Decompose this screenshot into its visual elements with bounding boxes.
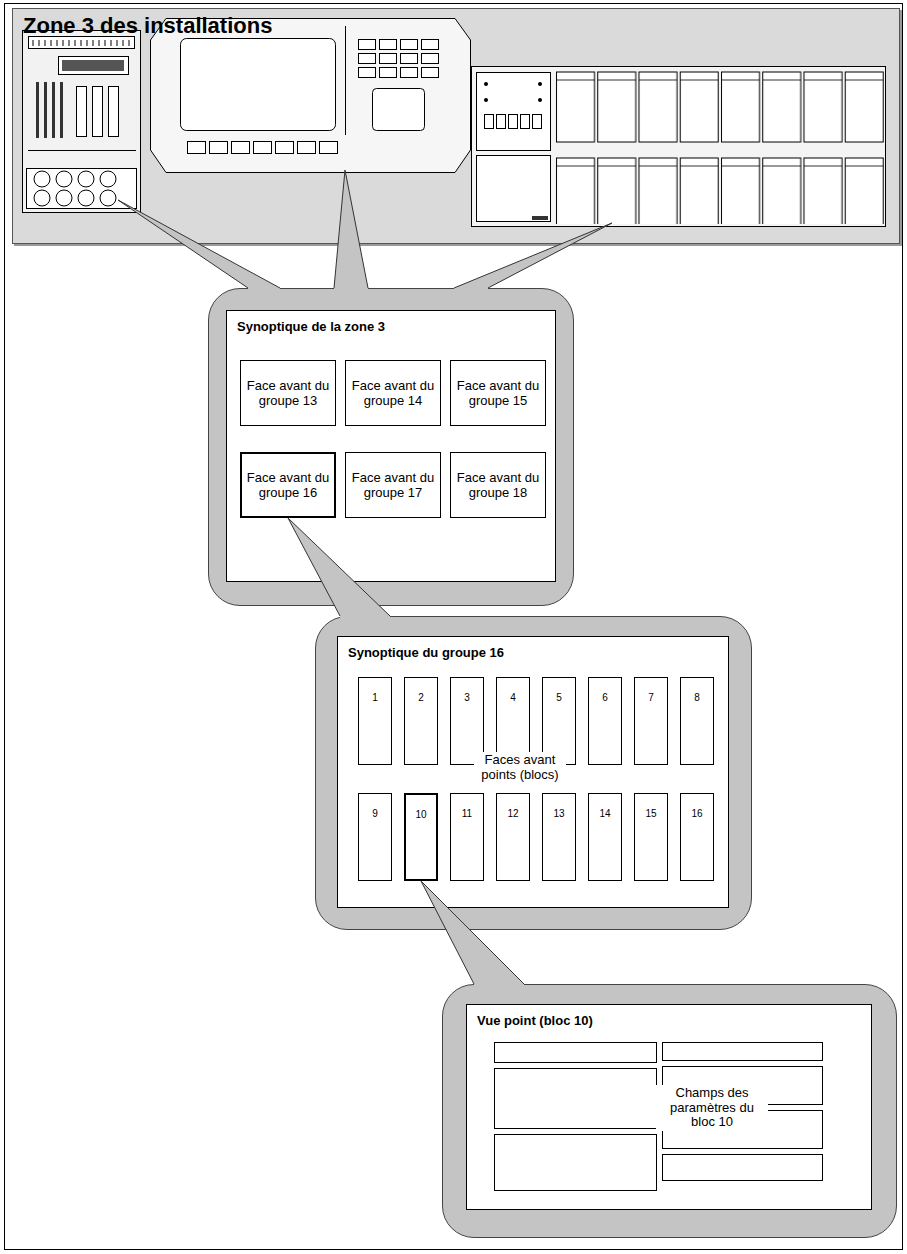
block-number: 8 <box>681 692 713 703</box>
group-label: Face avant du groupe 17 <box>346 470 440 500</box>
group-box: Face avant du groupe 14 <box>345 360 441 426</box>
tail-outline <box>334 170 368 288</box>
block-number: 7 <box>635 692 667 703</box>
zone-title: Zone 3 des installations <box>23 13 272 39</box>
block-number: 1 <box>359 692 391 703</box>
bubble-panel: Synoptique du groupe 16 Faces avant point… <box>337 636 729 908</box>
equipment-illustration <box>0 0 907 260</box>
block-box: 16 <box>680 793 714 881</box>
tail-outline <box>288 518 390 616</box>
block-box: 9 <box>358 793 392 881</box>
group-box: Face avant du groupe 17 <box>345 452 441 518</box>
group-label: Face avant du groupe 18 <box>451 470 545 500</box>
block-box: 14 <box>588 793 622 881</box>
panel-note: Champs des paramètres du bloc 10 <box>656 1085 768 1132</box>
block-number: 15 <box>635 808 667 819</box>
block-number: 11 <box>451 808 483 819</box>
block-number: 13 <box>543 808 575 819</box>
callout-tail <box>421 881 524 988</box>
block-number: 10 <box>406 809 436 820</box>
group-label: Face avant du groupe 15 <box>451 378 545 408</box>
block-number: 14 <box>589 808 621 819</box>
block-number: 6 <box>589 692 621 703</box>
panel-title: Synoptique de la zone 3 <box>237 319 385 334</box>
block-box: 1 <box>358 677 392 765</box>
group-label: Face avant du groupe 13 <box>241 378 335 408</box>
callout-tail <box>334 170 368 292</box>
panel-title: Vue point (bloc 10) <box>477 1013 593 1028</box>
group-box: Face avant du groupe 18 <box>450 452 546 518</box>
block-number: 3 <box>451 692 483 703</box>
tail-outline <box>454 223 612 288</box>
callout-tail <box>454 223 612 292</box>
tail-fill <box>118 200 280 292</box>
tail-fill <box>334 170 368 292</box>
block-box: 11 <box>450 793 484 881</box>
callout-tail <box>288 518 390 620</box>
callout-bubble: Synoptique du groupe 16 Faces avant point… <box>315 616 752 930</box>
panel-title: Synoptique du groupe 16 <box>348 645 504 660</box>
bubble-panel: Synoptique de la zone 3 Face avant du gro… <box>226 310 556 582</box>
block-box: 12 <box>496 793 530 881</box>
block-number: 5 <box>543 692 575 703</box>
group-label: Face avant du groupe 16 <box>242 470 334 500</box>
callout-bubble: Synoptique de la zone 3 Face avant du gro… <box>208 288 574 606</box>
callout-bubble: Vue point (bloc 10) Champs des paramètres… <box>442 984 897 1238</box>
block-box: 10 <box>404 793 438 881</box>
tail-fill <box>288 518 390 620</box>
bubble-panel: Vue point (bloc 10) Champs des paramètres… <box>466 1004 872 1210</box>
group-box: Face avant du groupe 15 <box>450 360 546 426</box>
block-box: 13 <box>542 793 576 881</box>
block-box: 2 <box>404 677 438 765</box>
block-number: 2 <box>405 692 437 703</box>
block-box: 6 <box>588 677 622 765</box>
tail-outline <box>118 200 280 288</box>
callout-tail <box>118 200 280 292</box>
group-box: Face avant du groupe 16 <box>240 452 336 518</box>
block-box: 8 <box>680 677 714 765</box>
block-box: 15 <box>634 793 668 881</box>
block-number: 9 <box>359 808 391 819</box>
block-number: 16 <box>681 808 713 819</box>
block-number: 4 <box>497 692 529 703</box>
block-number: 12 <box>497 808 529 819</box>
tail-fill <box>421 881 524 988</box>
group-box: Face avant du groupe 13 <box>240 360 336 426</box>
zone-band: Zone 3 des installations <box>12 8 900 244</box>
block-box: 7 <box>634 677 668 765</box>
group-label: Face avant du groupe 14 <box>346 378 440 408</box>
tail-fill <box>454 223 612 292</box>
tail-outline <box>421 881 524 984</box>
panel-note: Faces avant points (blocs) <box>474 752 566 784</box>
